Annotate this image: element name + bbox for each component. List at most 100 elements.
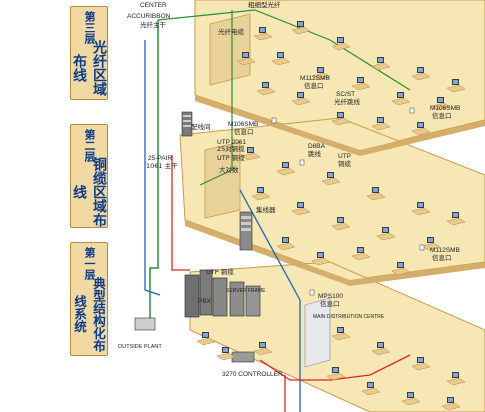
floor-2-wall (204, 141, 241, 219)
workstation-42 (253, 342, 273, 356)
workstation-1 (291, 21, 311, 35)
workstation-9 (351, 77, 371, 91)
label-outside-plant: OUTSIDE PLANT (118, 344, 162, 350)
workstation-0 (253, 27, 273, 41)
label-m112smb-2: M112SMB (430, 247, 460, 254)
label-utp: UTP (338, 153, 351, 160)
label-info-outlet-1: 信息口 (304, 81, 324, 90)
workstation-10 (391, 92, 411, 106)
main-distribution-wall (304, 297, 331, 368)
label-large-pair: 大对数 (219, 165, 239, 174)
workstation-11 (431, 97, 451, 111)
label-m112smb: M112SMB (300, 75, 330, 82)
label-accuribbon: ACCURIBBON (127, 13, 171, 20)
label-fiber-trunk: 光纤主干 (140, 20, 167, 29)
label-main-dist: MAIN DISTRIBUTION CENTRE (313, 314, 385, 320)
workstation-39 (441, 397, 461, 411)
fiber-branch-line (157, 9, 411, 91)
label-m106smb-right: M106SMB (430, 105, 460, 112)
pbx-cabinets (184, 269, 261, 318)
workstation-8 (311, 67, 331, 81)
info-outlet-1 (271, 117, 277, 124)
label-pbx: PBX (198, 298, 212, 305)
label-scst: SC/ST (336, 91, 355, 98)
label-jumper: 跳线 (308, 149, 322, 158)
workstations-group (196, 21, 466, 411)
floor-3-name: 光纤区域布线 (71, 40, 107, 96)
fiber-riser-line (199, 10, 233, 186)
info-outlet-0 (409, 107, 415, 114)
floor-1-level: 第一层 (83, 247, 96, 280)
workstation-17 (241, 147, 261, 161)
workstation-25 (331, 217, 351, 231)
floor-3-wall (209, 13, 251, 86)
workstation-13 (291, 92, 311, 106)
info-outlets-group (271, 107, 425, 296)
floor-3-edge (195, 95, 485, 156)
blue-cable-line (239, 189, 301, 412)
floor-2-name: 铜缆区域布线 (71, 157, 107, 227)
workstation-33 (371, 342, 391, 356)
label-patch-room: 配线间 (191, 122, 211, 131)
info-outlet-4 (309, 289, 315, 296)
workstation-29 (311, 252, 331, 266)
copper-riser-line (171, 155, 190, 271)
workstation-35 (446, 372, 466, 386)
label-utp-cable-2: UTP 铜缆 (206, 267, 234, 276)
workstation-28 (276, 237, 296, 251)
workstation-2 (331, 37, 351, 51)
workstation-12 (256, 82, 276, 96)
workstation-30 (351, 247, 371, 261)
hub-rack (239, 211, 253, 251)
workstation-22 (446, 212, 466, 226)
label-25pair: 25-PAIR (148, 155, 172, 162)
workstation-23 (251, 187, 271, 201)
floor-3-label-panel: 第三层 光纤区域布线 (70, 6, 108, 100)
workstation-6 (236, 52, 256, 66)
label-info-outlet-4: 信息口 (432, 253, 452, 262)
label-25pair-cn: 25对铜缆 (217, 144, 245, 153)
floor-1-name: 典型结构化布线系统 (72, 276, 106, 352)
fiber-backbone-line (149, 20, 159, 330)
floor-2-level: 第二层 (83, 129, 96, 162)
label-d8ba: D8BA (308, 143, 326, 150)
label-info-outlet-2: 信息口 (432, 111, 452, 120)
workstation-18 (276, 162, 296, 176)
workstation-21 (411, 202, 431, 216)
label-backbone-fiber: 粗细型光纤 (248, 0, 281, 9)
label-info-outlet-5: 信息口 (320, 299, 340, 308)
info-outlet-3 (419, 244, 425, 251)
workstation-19 (321, 172, 341, 186)
label-trunk-1061: 1061 主干 (146, 161, 178, 170)
outside-plant-box (134, 317, 156, 331)
label-utp-cable: UTP 铜缆 (217, 153, 245, 162)
label-server-frame: SERVER FRAME (226, 288, 266, 294)
workstation-16 (411, 122, 431, 136)
label-fiber-cable: 光纤电缆 (218, 27, 245, 36)
label-cable: 铜缆 (338, 159, 352, 168)
label-m106smb-left: M106SMB (228, 121, 258, 128)
workstation-3 (371, 57, 391, 71)
workstation-34 (411, 357, 431, 371)
label-utp2061: UTP 2061 (217, 139, 247, 146)
workstation-36 (326, 367, 346, 381)
label-hub: 集线器 (256, 205, 276, 214)
label-fiber-jumper: 光纤跳线 (334, 97, 361, 106)
workstation-32 (331, 327, 351, 341)
workstation-26 (376, 227, 396, 241)
workstation-4 (411, 67, 431, 81)
workstation-41 (216, 347, 236, 361)
patch-room-rack (181, 111, 193, 137)
workstation-31 (391, 262, 411, 276)
floor-1-label-panel: 第一层 典型结构化布线系统 (70, 242, 108, 356)
info-outlet-2 (299, 159, 305, 166)
workstation-27 (421, 237, 441, 251)
workstation-24 (291, 202, 311, 216)
copper-line-floor1 (259, 354, 411, 381)
workstation-5 (446, 79, 466, 93)
workstation-38 (401, 392, 421, 406)
blue-backbone-line (144, 40, 161, 296)
workstation-14 (331, 112, 351, 126)
